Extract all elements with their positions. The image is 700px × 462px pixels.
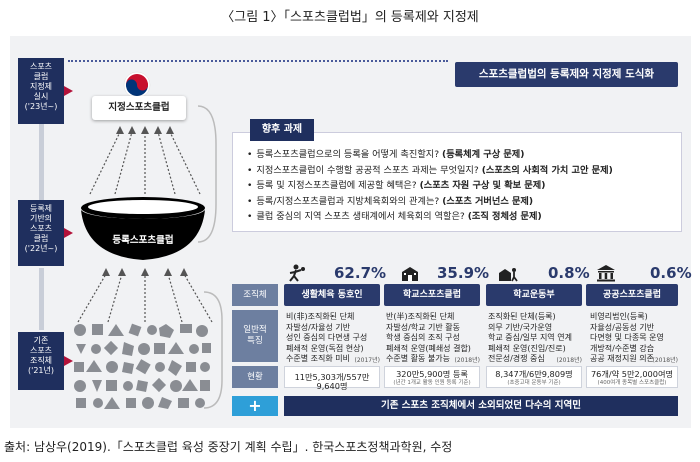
list-item: 클럽 중심의 지역 스포츠 생태계에서 체육회의 역할은? (조직 정체성 문제… xyxy=(247,209,613,225)
org-features: 비(非)조직화된 단체 자발성/자율성 기반 성인 중심의 다면생 구성 폐쇄적… xyxy=(286,312,380,365)
diagram-title: 스포츠클럽법의 등록제와 지정제 도식화 xyxy=(455,62,678,87)
future-tasks-title: 향후 과제 xyxy=(250,119,314,141)
row-label-org: 조직체 xyxy=(232,284,278,306)
existing-organizations-shapes-icon xyxy=(74,323,211,409)
future-tasks-list: 등록스포츠클럽으로의 등록을 어떻게 촉진할지? (등록체계 구상 문제) 지정… xyxy=(247,147,613,225)
plus-icon: + xyxy=(232,396,278,416)
org-name: 생활체육 동호인 xyxy=(284,284,380,306)
org-features: 조직화된 단체(등록) 의무 기반/국가운영 학교 중심/일부 지역 연계 폐쇄… xyxy=(488,312,582,365)
org-name: 학교스포츠클럽 xyxy=(384,284,480,306)
upward-arrows-upper xyxy=(89,126,201,195)
school-team-icon xyxy=(499,268,518,282)
row-label-features: 일반적 특징 xyxy=(232,310,278,362)
public-building-icon xyxy=(597,265,615,282)
org-name: 공공스포츠클럽 xyxy=(586,284,678,306)
list-item: 등록 및 지정스포츠클럽에 제공할 혜택은? (스포츠 자원 구상 및 확보 문… xyxy=(247,178,613,194)
marginalized-residents-bar: 기존 스포츠 조직체에서 소외되었던 다수의 지역민 xyxy=(284,396,678,416)
upward-arrows-lower xyxy=(77,268,213,323)
list-item: 지정스포츠클럽이 수행할 공공적 스포츠 과제는 무엇일지? (스포츠의 사회적… xyxy=(247,163,612,179)
org-percent: 62.7% xyxy=(334,264,387,282)
arrow-icon xyxy=(64,228,73,238)
org-status: 320만5,900명 등록 (년간 1개교 활동 인원 등록 기준) xyxy=(384,366,480,388)
arrow-icon xyxy=(64,86,73,96)
timeline-bar-upper xyxy=(39,108,44,206)
list-item: 등록스포츠클럽으로의 등록을 어떻게 촉진할지? (등록체계 구상 문제) xyxy=(247,147,613,163)
org-features: 반(半)조직화된 단체 자발성/학교 기반 활동 학생 중심의 조직 구성 폐쇄… xyxy=(386,312,480,365)
designated-club-box: 지정스포츠클럽 xyxy=(92,96,186,120)
bracket-upper xyxy=(197,105,217,243)
figure-source: 출처: 남상우(2019).「스포츠클럽 육성 중장기 계획 수립」. 한국스포… xyxy=(4,440,453,454)
org-features: 비영리법인(등록) 자율성/공동성 기반 다면형 및 다종목 운영 개방적/수준… xyxy=(590,312,678,365)
org-percent: 0.6% xyxy=(650,264,692,282)
org-status: 76개/약 5만2,000여명 (400여개 종목별 스포츠클럽) xyxy=(586,366,678,388)
dotted-connector xyxy=(68,60,448,62)
arrow-icon xyxy=(64,356,73,366)
school-building-icon xyxy=(402,267,418,281)
org-name: 학교운동부 xyxy=(486,284,582,306)
org-status: 11만5,303개/557만9,640명 xyxy=(284,366,380,391)
stage-registration: 등록제 기반의 스포츠 클럽 ('22년~) xyxy=(18,200,73,266)
sports-person-icon xyxy=(289,264,305,282)
government-emblem-icon xyxy=(123,71,151,99)
stage-label: 등록제 기반의 스포츠 클럽 ('22년~) xyxy=(24,204,58,253)
stage-label: 기존 스포츠 조직체 ('21년) xyxy=(28,336,54,375)
timeline-bar-lower xyxy=(39,268,44,330)
registered-club-bowl-icon xyxy=(81,197,205,260)
figure-title: 〈그림 1〉「스포츠클럽법」의 등록제와 지정제 xyxy=(221,10,479,25)
stage-label: 스포츠 클럽 지정제 실시 ('23년~) xyxy=(24,62,58,111)
future-tasks-box: 등록스포츠클럽으로의 등록을 어떻게 촉진할지? (등록체계 구상 문제) 지정… xyxy=(232,132,682,232)
registered-club-label: 등록스포츠클럽 xyxy=(112,235,174,246)
row-label-status: 현황 xyxy=(232,366,278,388)
bracket-lower xyxy=(203,291,223,409)
stage-designation: 스포츠 클럽 지정제 실시 ('23년~) xyxy=(18,58,73,124)
org-percent: 35.9% xyxy=(437,264,490,282)
org-status: 8,347개/6만9,809명 (초중고대 운동부 기준) xyxy=(486,366,582,388)
stage-existing: 기존 스포츠 조직체 ('21년) xyxy=(18,332,73,390)
org-percent: 0.8% xyxy=(548,264,590,282)
list-item: 등록/지정스포츠클럽과 지방체육회와의 관계는? (스포츠 거버넌스 문제) xyxy=(247,194,613,210)
